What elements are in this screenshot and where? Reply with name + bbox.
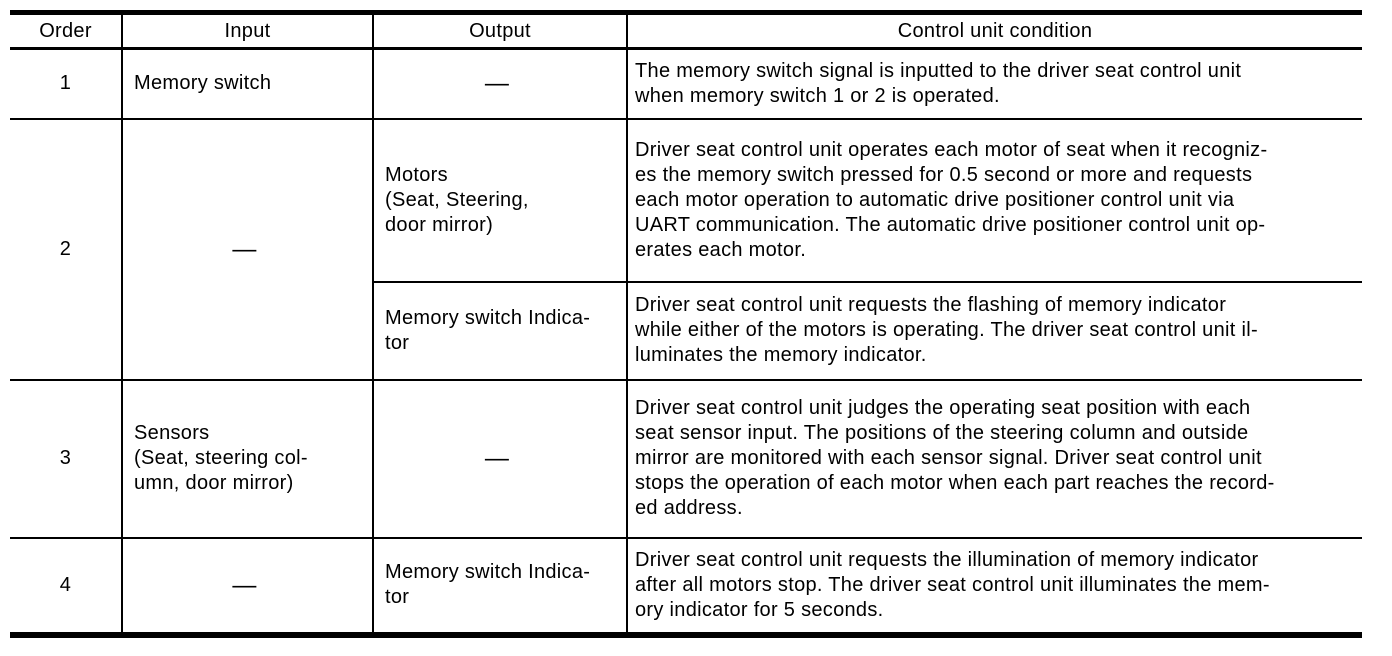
condition-cell: Driver seat control unit requests the fl… bbox=[627, 281, 1362, 381]
output-column-header: Output bbox=[373, 12, 628, 50]
input-cell: — bbox=[122, 537, 374, 635]
output-cell: Memory switch Indica- tor bbox=[373, 281, 628, 381]
condition-column-header: Control unit condition bbox=[627, 12, 1362, 50]
table-row-2a: 2 — Motors (Seat, Steering, door mirror)… bbox=[10, 118, 1362, 381]
input-cell: Memory switch bbox=[122, 48, 374, 120]
memory-operation-table: Order Input Output Control unit conditio… bbox=[10, 10, 1362, 638]
input-cell: — bbox=[122, 118, 374, 381]
order-cell: 2 bbox=[10, 118, 123, 381]
output-cell: — bbox=[373, 379, 628, 539]
order-column-header: Order bbox=[10, 12, 123, 50]
condition-cell: Driver seat control unit judges the oper… bbox=[627, 379, 1362, 539]
table-row-4: 4 — Memory switch Indica- tor Driver sea… bbox=[10, 537, 1362, 635]
output-cell: — bbox=[373, 48, 628, 120]
header-row: Order Input Output Control unit conditio… bbox=[10, 12, 1362, 50]
condition-cell: Driver seat control unit requests the il… bbox=[627, 537, 1362, 635]
output-cell: Motors (Seat, Steering, door mirror) bbox=[373, 118, 628, 283]
condition-cell: The memory switch signal is inputted to … bbox=[627, 48, 1362, 120]
table-row-1: 1 Memory switch — The memory switch sign… bbox=[10, 48, 1362, 120]
output-cell: Memory switch Indica- tor bbox=[373, 537, 628, 635]
input-column-header: Input bbox=[122, 12, 374, 50]
condition-cell: Driver seat control unit operates each m… bbox=[627, 118, 1362, 283]
order-cell: 1 bbox=[10, 48, 123, 120]
table-row-2b: Memory switch Indica- tor Driver seat co… bbox=[10, 281, 1362, 381]
order-cell: 4 bbox=[10, 537, 123, 635]
table-row-3: 3 Sensors (Seat, steering col- umn, door… bbox=[10, 379, 1362, 539]
order-cell: 3 bbox=[10, 379, 123, 539]
input-cell: Sensors (Seat, steering col- umn, door m… bbox=[122, 379, 374, 539]
